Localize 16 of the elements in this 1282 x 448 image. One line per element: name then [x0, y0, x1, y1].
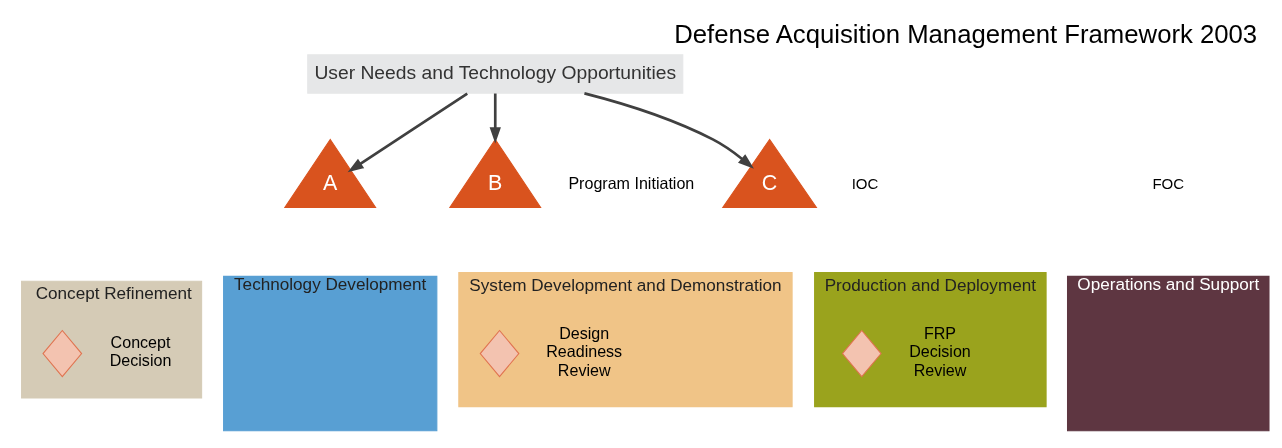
- node-label: Design Readiness Review: [546, 323, 623, 379]
- diagram-title: Defense Acquisition Management Framework 2003: [674, 19, 1258, 48]
- label: IOC: [851, 174, 879, 192]
- node-box: User Needs and Technology Opportunities: [307, 53, 684, 94]
- node-diamond: [841, 329, 882, 377]
- label: FOC: [1152, 174, 1185, 192]
- node-label: FRP Decision Review: [909, 323, 971, 379]
- arrow: [584, 91, 754, 169]
- node-box: Technology Development: [223, 275, 438, 431]
- arrow: [347, 91, 468, 172]
- node-box: Operations and Support: [1067, 275, 1270, 431]
- node-label: Concept Decision: [109, 332, 172, 369]
- node-label: Program Initiation: [568, 173, 695, 192]
- node-diamond: [42, 329, 83, 377]
- arrow: [489, 93, 501, 143]
- node-diamond: [479, 329, 520, 377]
